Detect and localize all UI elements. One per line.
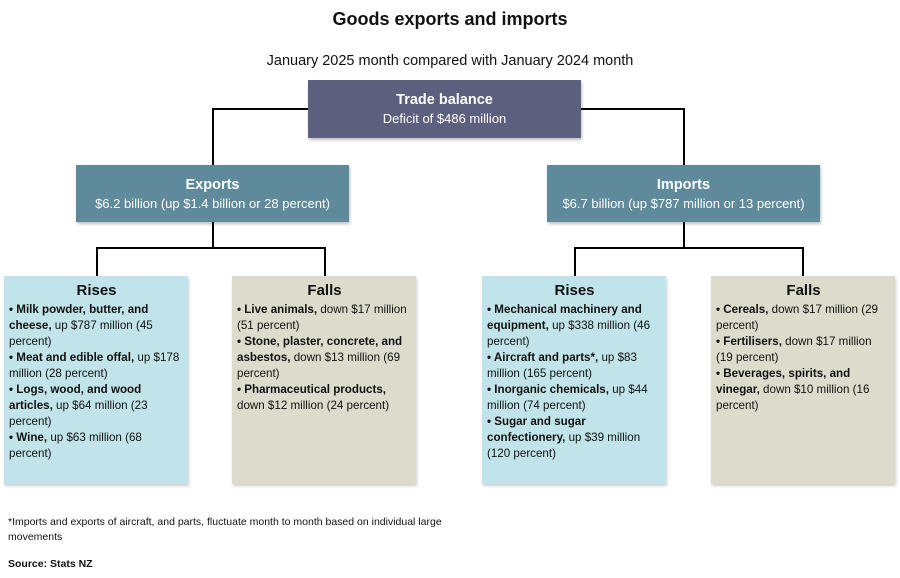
item-change: up $63 million (68 percent) [9, 431, 142, 460]
bullet-icon: • [487, 303, 495, 316]
card-heading: Falls [307, 282, 342, 299]
item-name: Beverages, spirits, and vinegar, [716, 367, 851, 396]
card-heading: Falls [786, 282, 821, 299]
bullet-icon: • [487, 383, 495, 396]
item-name: Stone, plaster, concrete, and asbestos, [237, 335, 403, 364]
source: Source: Stats NZ [8, 558, 93, 570]
list-item: • Meat and edible offal, up $178 million… [9, 350, 184, 382]
connector [683, 108, 685, 165]
card-heading: Rises [554, 282, 595, 299]
list-item: • Stone, plaster, concrete, and asbestos… [237, 334, 412, 382]
exports-rises-card: Rises • Milk powder, butter, and cheese, … [4, 276, 188, 484]
item-name: Sugar and sugar confectionery, [487, 415, 586, 444]
imports-falls-card: Falls • Cereals, down $17 million (29 per… [711, 276, 895, 484]
item-name: Live animals, [244, 303, 318, 316]
footnote: *Imports and exports of aircraft, and pa… [8, 516, 442, 543]
connector [212, 108, 214, 165]
item-change: up $178 million (28 percent) [9, 351, 180, 380]
exports-box: Exports $6.2 billion (up $1.4 billion or… [76, 165, 349, 222]
connector [96, 247, 325, 249]
item-name: Mechanical machinery and equipment, [487, 303, 642, 332]
page-title: Goods exports and imports [332, 9, 568, 29]
bullet-icon: • [487, 415, 495, 428]
item-change: up $44 million (74 percent) [487, 383, 648, 412]
item-name: Meat and edible offal, [16, 351, 135, 364]
item-name: Milk powder, butter, and cheese, [9, 303, 149, 332]
item-change: down $17 million (51 percent) [237, 303, 407, 332]
imports-box: Imports $6.7 billion (up $787 million or… [547, 165, 820, 222]
connector [212, 222, 214, 248]
bullet-icon: • [9, 303, 17, 316]
list-item: • Wine, up $63 million (68 percent) [9, 430, 184, 462]
connector [581, 108, 684, 110]
imports-value: $6.7 billion (up $787 million or 13 perc… [562, 195, 805, 211]
exports-falls-card: Falls • Live animals, down $17 million (5… [232, 276, 416, 484]
item-change: up $787 million (45 percent) [9, 319, 153, 348]
list-item: • Logs, wood, and wood articles, up $64 … [9, 382, 184, 430]
list-item: • Sugar and sugar confectionery, up $39 … [487, 414, 662, 462]
bullet-icon: • [716, 303, 724, 316]
list-item: • Cereals, down $17 million (29 percent) [716, 302, 891, 334]
item-change: up $83 million (165 percent) [487, 351, 637, 380]
connector [212, 108, 308, 110]
item-name: Wine, [16, 431, 48, 444]
item-change: down $13 million (69 percent) [237, 351, 401, 380]
bullet-icon: • [716, 367, 724, 380]
connector [574, 247, 576, 276]
list-item: • Beverages, spirits, and vinegar, down … [716, 366, 891, 414]
bullet-icon: • [237, 335, 245, 348]
bullet-icon: • [9, 351, 17, 364]
item-name: Pharmaceutical products, [244, 383, 387, 396]
bullet-icon: • [9, 431, 17, 444]
imports-rises-card: Rises • Mechanical machinery and equipmen… [482, 276, 666, 484]
list-item: • Fertilisers, down $17 million (19 perc… [716, 334, 891, 366]
item-name: Inorganic chemicals, [494, 383, 609, 396]
list-item: • Live animals, down $17 million (51 per… [237, 302, 412, 334]
item-name: Fertilisers, [723, 335, 782, 348]
item-change: up $39 million (120 percent) [487, 431, 641, 460]
bullet-icon: • [9, 383, 17, 396]
item-change: down $17 million (29 percent) [716, 303, 878, 332]
subtitle: January 2025 month compared with January… [266, 53, 634, 69]
connector [324, 247, 326, 276]
bullet-icon: • [487, 351, 494, 364]
connector [574, 247, 803, 249]
bullet-icon: • [237, 383, 245, 396]
item-change: down $10 million (16 percent) [716, 383, 870, 412]
imports-heading: Imports [656, 176, 711, 193]
list-item: • Milk powder, butter, and cheese, up $7… [9, 302, 184, 350]
connector [96, 247, 98, 276]
bullet-icon: • [716, 335, 724, 348]
list-item: • Pharmaceutical products, down $12 mill… [237, 382, 412, 414]
item-name: Aircraft and parts*, [493, 351, 599, 364]
exports-value: $6.2 billion (up $1.4 billion or 28 perc… [95, 195, 330, 211]
item-change: up $64 million (23 percent) [9, 399, 148, 428]
item-change: down $12 million (24 percent) [237, 399, 390, 412]
exports-heading: Exports [185, 176, 240, 193]
item-change: up $338 million (46 percent) [487, 319, 651, 348]
connector [683, 222, 685, 248]
trade-balance-box: Trade balance Deficit of $486 million [308, 80, 581, 138]
item-change: down $17 million (19 percent) [716, 335, 872, 364]
card-heading: Rises [76, 282, 117, 299]
list-item: • Mechanical machinery and equipment, up… [487, 302, 662, 350]
list-item: • Inorganic chemicals, up $44 million (7… [487, 382, 662, 414]
trade-balance-value: Deficit of $486 million [382, 111, 507, 126]
item-name: Cereals, [723, 303, 769, 316]
trade-balance-heading: Trade balance [396, 92, 493, 108]
item-name: Logs, wood, and wood articles, [9, 383, 142, 412]
bullet-icon: • [237, 303, 245, 316]
list-item: • Aircraft and parts*, up $83 million (1… [487, 350, 662, 382]
connector [802, 247, 804, 276]
